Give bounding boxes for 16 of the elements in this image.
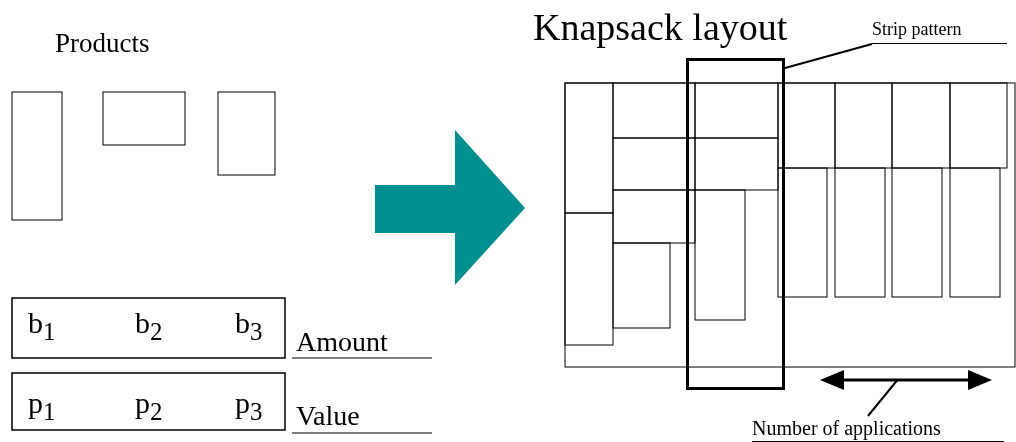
text-label: b$_{3}$	[235, 308, 263, 344]
strip-pattern-frame	[686, 58, 785, 390]
text-label: p$_{2}$	[135, 388, 163, 424]
leader-line	[866, 379, 899, 417]
text-label: p$_{1}$	[28, 388, 56, 424]
text-label: Value	[296, 402, 360, 430]
text-label: Amount	[296, 328, 388, 356]
text-label: Products	[55, 30, 150, 57]
text-label: p$_{3}$	[235, 388, 263, 424]
callout-label: Strip pattern	[872, 18, 1007, 44]
text-label: Knapsack layout	[533, 8, 788, 46]
callout-label: Number of applications	[752, 416, 1004, 442]
dimension-arrow	[820, 369, 992, 391]
leader-line	[784, 43, 873, 69]
text-label: b$_{2}$	[135, 308, 163, 344]
text-label: b$_{1}$	[28, 308, 56, 344]
